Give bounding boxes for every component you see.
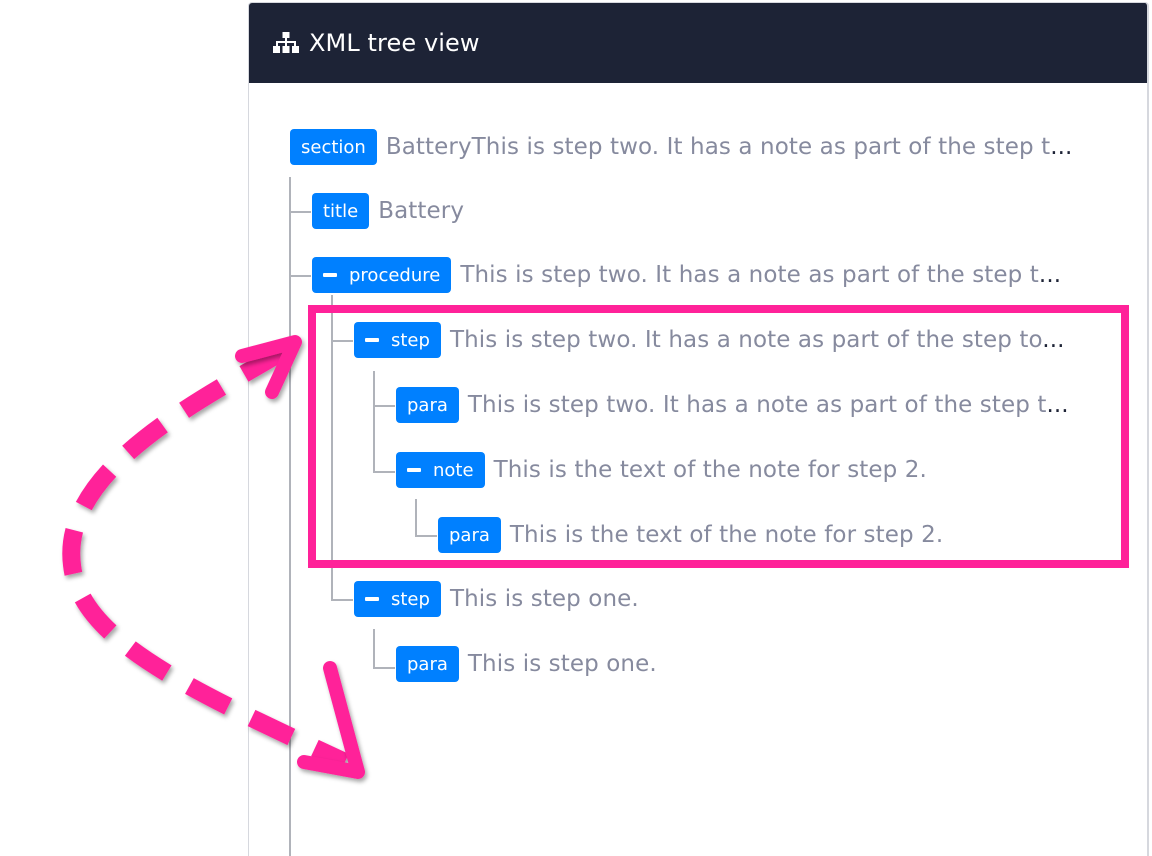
node-text: This is step one. xyxy=(449,586,639,612)
node-text: This is step two. It has a note as part … xyxy=(449,327,1065,353)
tree-connector xyxy=(331,599,353,601)
tree-connector xyxy=(373,471,395,473)
tree-connector xyxy=(415,535,437,537)
tree-node-para[interactable]: para This is step two. It has a note as … xyxy=(396,387,1069,423)
tag-badge[interactable]: note xyxy=(396,452,485,488)
collapse-icon[interactable] xyxy=(365,597,379,601)
tag-badge[interactable]: procedure xyxy=(312,257,452,293)
collapse-icon[interactable] xyxy=(365,338,379,342)
panel-title: XML tree view xyxy=(309,29,480,57)
tree-node-procedure[interactable]: procedure This is step two. It has a not… xyxy=(312,257,1061,293)
tag-badge[interactable]: para xyxy=(396,387,459,423)
tree-node-note[interactable]: note This is the text of the note for st… xyxy=(396,452,927,488)
node-text: This is the text of the note for step 2. xyxy=(493,457,927,483)
node-text: This is step two. It has a note as part … xyxy=(460,262,1062,288)
tree-connector xyxy=(373,667,395,669)
tag-badge[interactable]: title xyxy=(312,193,370,229)
tree-connector xyxy=(289,177,291,856)
node-text: This is step two. It has a note as part … xyxy=(467,392,1069,418)
node-text: This is step one. xyxy=(467,651,657,677)
collapse-icon[interactable] xyxy=(407,468,421,472)
xml-tree-panel: XML tree view section BatteryThis is ste… xyxy=(248,2,1149,856)
node-text: BatteryThis is step two. It has a note a… xyxy=(385,134,1073,160)
tag-badge[interactable]: step xyxy=(354,322,441,358)
sitemap-icon xyxy=(273,32,299,54)
tree-node-para[interactable]: para This is step one. xyxy=(396,646,657,682)
tree-node-step[interactable]: step This is step one. xyxy=(354,581,639,617)
tree-connector xyxy=(289,211,311,213)
tree-node-para[interactable]: para This is the text of the note for st… xyxy=(438,517,943,553)
collapse-icon[interactable] xyxy=(323,273,337,277)
tag-badge[interactable]: para xyxy=(396,646,459,682)
tree-connector xyxy=(331,340,353,342)
panel-header: XML tree view xyxy=(249,3,1147,83)
tree-connector xyxy=(289,275,311,277)
node-text: Battery xyxy=(378,198,465,224)
tree-connector xyxy=(373,405,395,407)
tag-badge[interactable]: para xyxy=(438,517,501,553)
tree-connector xyxy=(373,371,375,473)
tree-node-title[interactable]: title Battery xyxy=(312,193,464,229)
tag-badge[interactable]: section xyxy=(290,129,377,165)
tree-node-step[interactable]: step This is step two. It has a note as … xyxy=(354,322,1065,358)
tree-connector xyxy=(415,499,417,537)
node-text: This is the text of the note for step 2. xyxy=(509,522,944,548)
tree-node-section[interactable]: section BatteryThis is step two. It has … xyxy=(290,129,1072,165)
tree-connector xyxy=(373,629,375,669)
tag-badge[interactable]: step xyxy=(354,581,441,617)
